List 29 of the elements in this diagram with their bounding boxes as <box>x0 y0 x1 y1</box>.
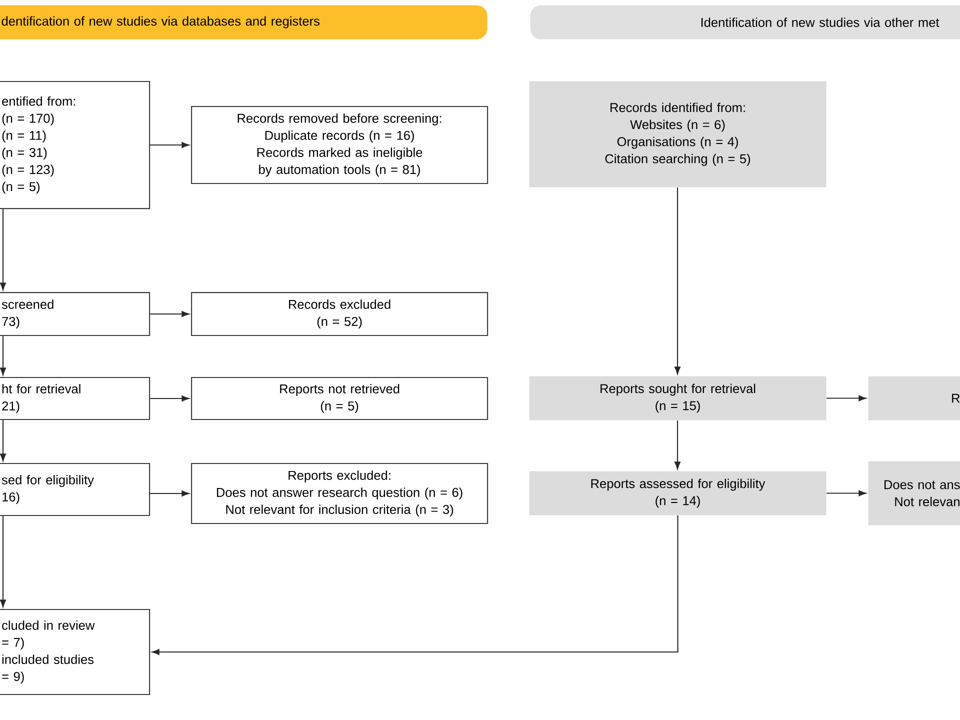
arrow <box>826 395 866 402</box>
process-box: Records identified from: Websites (n = 6) Organisations (n = 4) Citation searching (n = 5) <box>529 81 826 188</box>
process-box: screened 73) <box>0 292 150 336</box>
arrow <box>0 336 6 376</box>
process-box: sed for eligibility 16) <box>0 463 150 516</box>
process-box: Reports not retrieved (n = 5) <box>191 377 488 420</box>
process-box: Does not ans Not relevan <box>868 461 960 526</box>
arrow <box>0 209 6 290</box>
process-box: ht for retrieval 21) <box>0 377 150 420</box>
arrow <box>150 396 190 402</box>
process-box: entified from: (n = 170) (n = 11) (n = 31) (n = 123) (n = 5) <box>0 81 150 210</box>
stage-banner: dentification of new studies via databases and registers <box>0 5 488 40</box>
arrow <box>150 311 190 317</box>
arrow <box>0 516 6 608</box>
process-box: Records removed before screening: Duplicate records (n = 16) Records marked as ineligible by automation tools (n = 81) <box>191 106 488 184</box>
process-box: Reports excluded: Does not answer research question (n = 6) Not relevant for inclusion criteria (n = 3) <box>191 463 488 524</box>
arrow <box>152 516 678 655</box>
arrow <box>674 420 680 470</box>
arrow <box>150 490 190 496</box>
arrow <box>826 490 866 496</box>
process-box: Records excluded (n = 52) <box>191 292 488 336</box>
process-box: Reports assessed for eligibility (n = 14) <box>529 471 826 516</box>
process-box: Reports sought for retrieval (n = 15) <box>529 376 826 420</box>
process-box: cluded in review = 7) included studies = 9) <box>0 609 150 696</box>
arrow <box>0 420 6 462</box>
stage-banner: Identification of new studies via other met <box>530 5 960 40</box>
arrow <box>674 188 680 374</box>
process-box: R <box>868 376 960 420</box>
arrow <box>150 142 190 148</box>
